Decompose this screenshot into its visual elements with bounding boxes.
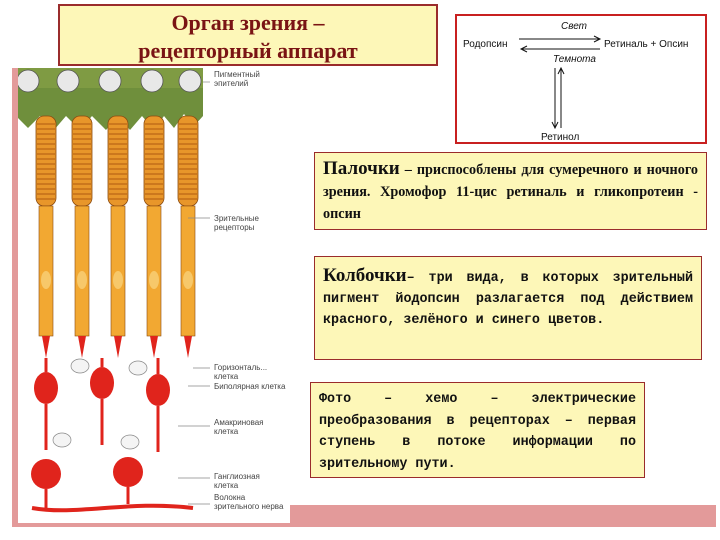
rod-nucleus [149,271,159,289]
rod-terminal [78,336,86,358]
rod-terminal [184,336,192,358]
arrow-down-head [551,121,559,130]
rod-cell-3 [107,115,129,358]
support-cell-2 [128,360,148,376]
scheme-light-label: Свет [561,21,587,32]
label-amacrine-cell: Амакриновая клетка [214,418,264,436]
cones-lead: Колбочки [323,265,407,286]
rhodopsin-cycle-scheme: Свет Родопсин Ретиналь + Опсин Темнота Р… [455,14,707,144]
scheme-retinal-opsin-label: Ретиналь + Опсин [604,39,688,50]
rods-paragraph: Палочки – приспособлены для сумеречного … [323,158,698,225]
scheme-rhodopsin-label: Родопсин [463,39,508,50]
rod-cells [35,115,199,358]
rod-cell-5 [177,115,199,358]
pigment-cells [16,69,202,93]
pigment-cell-3 [98,69,122,93]
rods-text: – приспособлены для сумеречного и ночног… [323,162,698,222]
scheme-retinol-label: Ретинол [541,132,579,143]
rod-nucleus [77,271,87,289]
bipolar-cell-1 [34,372,58,404]
ganglion-axons [44,487,130,508]
cones-paragraph: Колбочки– три вида, в которых зрительный… [323,265,693,331]
retina-illustration: Пигментный эпителий Зрительные рецепторы… [16,68,290,523]
transduction-paragraph: Фото – хемо – электрические преобразован… [319,392,636,472]
support-cell-1 [70,358,90,374]
rod-cell-2 [71,115,93,358]
ganglion-cell-2 [113,457,143,487]
scheme-drawing: Свет Родопсин Ретиналь + Опсин Темнота Р… [463,21,688,143]
bipolar-cell-3 [146,374,170,406]
label-visual-receptors: Зрительные рецепторы [214,214,259,232]
label-ganglion-cell: Ганглиозная клетка [214,472,260,490]
scheme-darkness-label: Темнота [553,54,596,65]
arrow-forward-head [593,35,602,43]
arrow-up-head [557,66,565,75]
title-box: Орган зрения – рецепторный аппарат [58,4,438,66]
bipolar-cell-2 [90,367,114,399]
label-pigment-epithelium: Пигментный эпителий [214,70,260,88]
rod-nucleus [183,271,193,289]
retina-drawing [16,68,290,523]
pigment-cell-2 [56,69,80,93]
arrow-backward-head [519,45,528,53]
left-accent-bar [12,68,18,523]
transduction-info-box: Фото – хемо – электрические преобразован… [310,382,645,478]
label-bipolar-cell: Биполярная клетка [214,382,286,391]
rods-info-box: Палочки – приспособлены для сумеречного … [314,152,707,230]
ganglion-cell-1 [31,459,61,489]
neurons [31,358,194,513]
rod-terminal [150,336,158,358]
pigment-cell-1 [16,69,40,93]
title-line-1: Орган зрения – [171,10,325,35]
rod-terminal [114,336,122,358]
title-line-2: рецепторный аппарат [138,38,358,63]
rod-cell-1 [35,115,57,358]
cones-info-box: Колбочки– три вида, в которых зрительный… [314,256,702,360]
cones-text: – три вида, в которых зрительный пигмент… [323,271,693,328]
scheme-arrows [519,35,602,130]
pigment-cell-5 [178,69,202,93]
optic-nerve-fiber-1 [31,503,194,513]
support-cell-3 [52,432,72,448]
support-cell-4 [120,434,140,450]
pigment-cell-4 [140,69,164,93]
rod-cell-4 [143,115,165,358]
rod-terminal [42,336,50,358]
rod-nucleus [113,271,123,289]
label-leaders [178,81,210,505]
rod-nucleus [41,271,51,289]
label-optic-nerve-fibers: Волокна зрительного нерва [214,493,284,511]
label-horizontal-cell: Горизонталь... клетка [214,363,268,381]
rods-lead: Палочки [323,158,400,179]
